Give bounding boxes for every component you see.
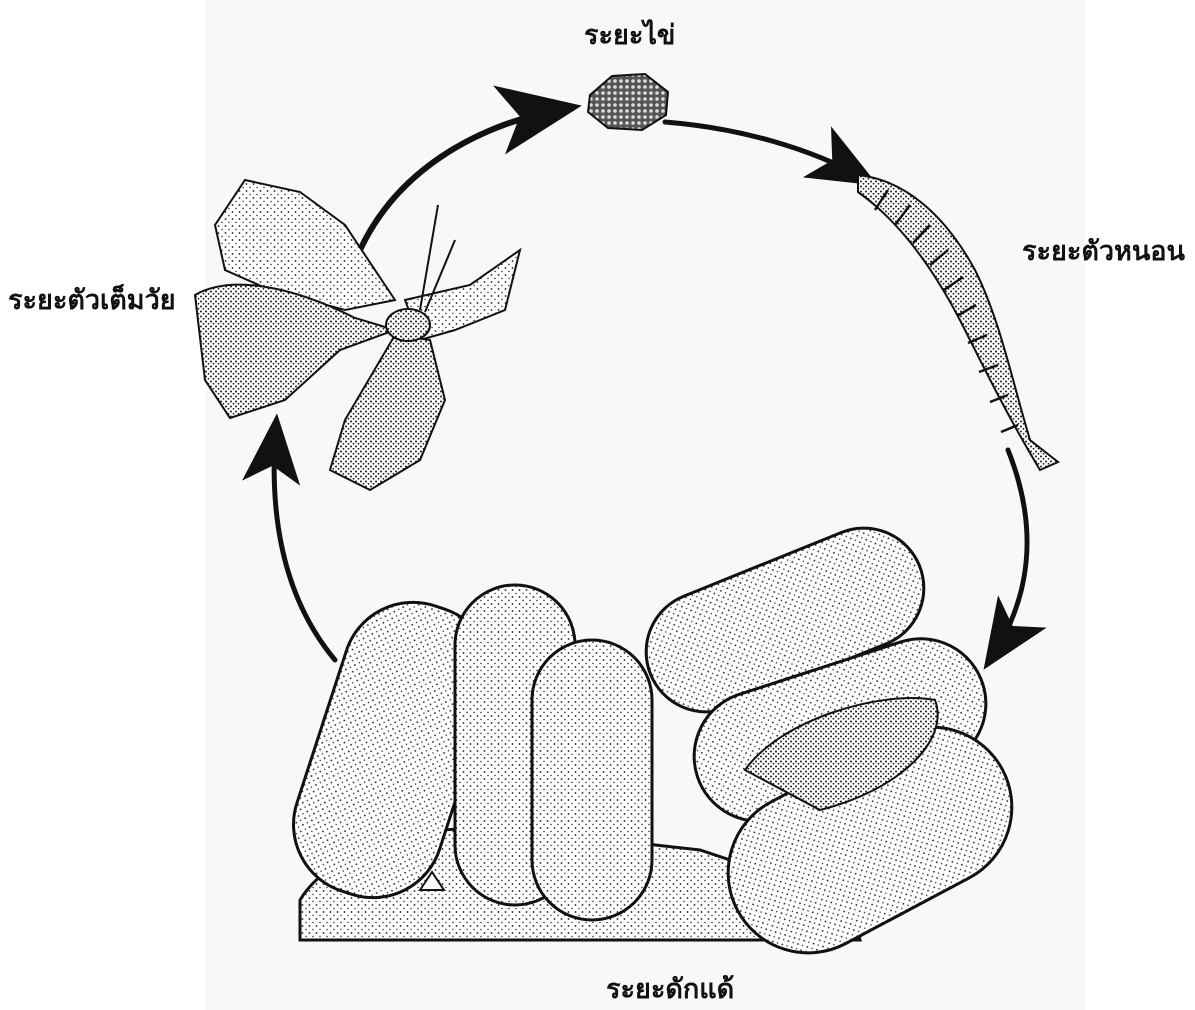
adult-stage-label: ระยะตัวเต็มวัย: [8, 287, 176, 314]
larva-stage-label: ระยะตัวหนอน: [1022, 238, 1185, 265]
egg-stage-label: ระยะไข่: [584, 22, 675, 49]
pupa-stage-label: ระยะดักแด้: [606, 976, 734, 1003]
